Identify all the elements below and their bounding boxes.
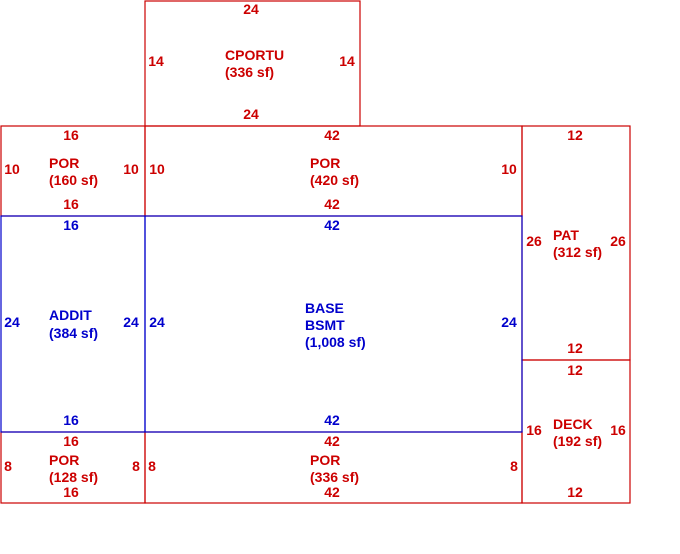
addit-name: ADDIT: [49, 307, 92, 323]
cportu-top-dim: 24: [243, 1, 259, 17]
base-top-dim: 42: [324, 217, 340, 233]
por-center-bottom-left-dim: 8: [148, 458, 156, 474]
deck-top-dim: 12: [567, 362, 583, 378]
pat-name: PAT: [553, 227, 579, 243]
pat-top-dim: 12: [567, 127, 583, 143]
por-left-bottom-area: 16 8 8 16 POR (128 sf): [4, 433, 140, 500]
addit-area-value: (384 sf): [49, 325, 98, 341]
por-left-bottom-top-dim: 16: [63, 433, 79, 449]
por-left-top-area: 16 10 10 16 POR (160 sf): [4, 127, 139, 212]
por-left-bottom-bottom-dim: 16: [63, 484, 79, 500]
pat-area-value: (312 sf): [553, 244, 602, 260]
base-left-dim: 24: [149, 314, 165, 330]
cportu-area-value: (336 sf): [225, 64, 274, 80]
base-bottom-dim: 42: [324, 412, 340, 428]
cportu-area: 24 14 14 24 CPORTU (336 sf): [148, 1, 355, 122]
deck-left-dim: 16: [526, 422, 542, 438]
por-center-top-top-dim: 42: [324, 127, 340, 143]
por-left-bottom-area-value: (128 sf): [49, 469, 98, 485]
por-left-bottom-right-dim: 8: [132, 458, 140, 474]
base-outline: [144, 215, 523, 433]
base-name-line2: BSMT: [305, 317, 345, 333]
por-center-bottom-right-dim: 8: [510, 458, 518, 474]
cportu-name: CPORTU: [225, 47, 284, 63]
base-area-value: (1,008 sf): [305, 334, 366, 350]
por-center-bottom-area: 42 8 8 42 POR (336 sf): [148, 433, 518, 500]
addit-bottom-dim: 16: [63, 412, 79, 428]
deck-name: DECK: [553, 416, 593, 432]
pat-bottom-dim: 12: [567, 340, 583, 356]
por-left-top-left-dim: 10: [4, 161, 20, 177]
pat-area: 12 26 26 12 PAT (312 sf): [526, 127, 626, 356]
por-center-top-name: POR: [310, 155, 340, 171]
cportu-left-dim: 14: [148, 53, 164, 69]
por-center-bottom-name: POR: [310, 452, 340, 468]
por-left-top-top-dim: 16: [63, 127, 79, 143]
por-center-bottom-top-dim: 42: [324, 433, 340, 449]
por-left-bottom-left-dim: 8: [4, 458, 12, 474]
por-center-top-area: 42 10 10 42 POR (420 sf): [149, 127, 517, 212]
base-name-line1: BASE: [305, 300, 344, 316]
por-left-top-right-dim: 10: [123, 161, 139, 177]
cportu-right-dim: 14: [339, 53, 355, 69]
addit-left-dim: 24: [4, 314, 20, 330]
por-left-top-area-value: (160 sf): [49, 172, 98, 188]
addit-right-dim: 24: [123, 314, 139, 330]
addit-area: 16 24 24 16 ADDIT (384 sf): [4, 217, 139, 428]
base-right-dim: 24: [501, 314, 517, 330]
deck-right-dim: 16: [610, 422, 626, 438]
pat-right-dim: 26: [610, 233, 626, 249]
base-bsmt-area: 42 24 24 42 BASE BSMT (1,008 sf): [149, 217, 517, 428]
por-left-bottom-name: POR: [49, 452, 79, 468]
por-center-top-bottom-dim: 42: [324, 196, 340, 212]
por-left-top-name: POR: [49, 155, 79, 171]
por-left-top-bottom-dim: 16: [63, 196, 79, 212]
deck-area-value: (192 sf): [553, 433, 602, 449]
por-center-bottom-area-value: (336 sf): [310, 469, 359, 485]
addit-top-dim: 16: [63, 217, 79, 233]
por-center-top-area-value: (420 sf): [310, 172, 359, 188]
deck-bottom-dim: 12: [567, 484, 583, 500]
pat-left-dim: 26: [526, 233, 542, 249]
por-center-bottom-bottom-dim: 42: [324, 484, 340, 500]
por-center-top-left-dim: 10: [149, 161, 165, 177]
por-center-top-right-dim: 10: [501, 161, 517, 177]
deck-area: 12 16 16 12 DECK (192 sf): [526, 362, 626, 500]
cportu-bottom-dim: 24: [243, 106, 259, 122]
